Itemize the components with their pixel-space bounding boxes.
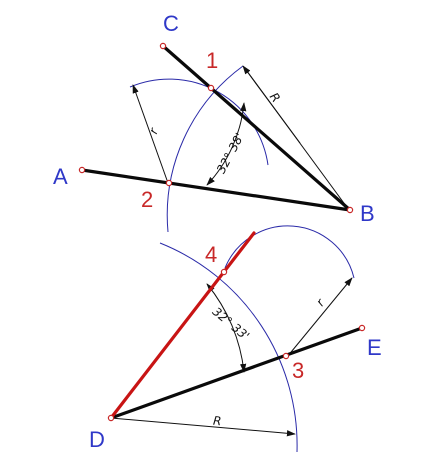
point-D-marker	[107, 414, 115, 422]
segment-CB	[161, 44, 352, 212]
dimension-line-R-lower	[110, 417, 296, 437]
copied-angle-construction: R r 32° 33' D E 3 4	[89, 225, 382, 453]
intersection-label-2: 2	[141, 187, 153, 212]
point-E-marker	[358, 324, 366, 332]
dimension-arrow-R-upper	[242, 65, 301, 144]
intersection-label-3: 3	[292, 358, 304, 383]
point-B-marker	[346, 206, 354, 214]
dimension-label-r-lower: r	[313, 295, 328, 308]
intersection-label-1: 1	[206, 48, 218, 73]
point-C-marker	[159, 42, 167, 50]
arc-radius-r-center-3	[224, 225, 355, 279]
angle-label-upper: 32° 38'	[214, 131, 247, 176]
point-label-D: D	[89, 427, 105, 452]
point-label-C: C	[163, 11, 179, 36]
dimension-label-r-upper: r	[146, 125, 161, 135]
dimension-label-R-upper: R	[267, 90, 283, 105]
intersection-4-marker	[220, 268, 228, 276]
angle-label-lower: 32° 33'	[210, 304, 252, 343]
intersection-3-marker	[282, 352, 290, 360]
dimension-label-R-lower: R	[212, 414, 222, 429]
arc-radius-R-center-D	[159, 242, 298, 453]
point-A-marker	[78, 166, 86, 174]
intersection-label-4: 4	[205, 242, 217, 267]
segment-DE	[109, 326, 364, 420]
original-angle-construction: R r 32° 38' C A B 1 2	[53, 11, 375, 233]
point-label-A: A	[53, 164, 68, 189]
point-label-B: B	[360, 201, 375, 226]
dimension-line-r-upper	[132, 84, 169, 184]
segment-D4-constructed	[109, 231, 256, 420]
angle-dimension-arc-upper	[206, 102, 247, 186]
point-label-E: E	[367, 335, 382, 360]
angle-dimension-arc-lower	[206, 283, 247, 373]
intersection-2-marker	[165, 179, 173, 187]
intersection-1-marker	[207, 84, 215, 92]
dimension-line-r-lower	[286, 277, 353, 358]
segment-AB	[80, 168, 352, 212]
arc-radius-R-center-B	[166, 65, 244, 233]
arc-radius-r-center-2	[129, 78, 269, 166]
